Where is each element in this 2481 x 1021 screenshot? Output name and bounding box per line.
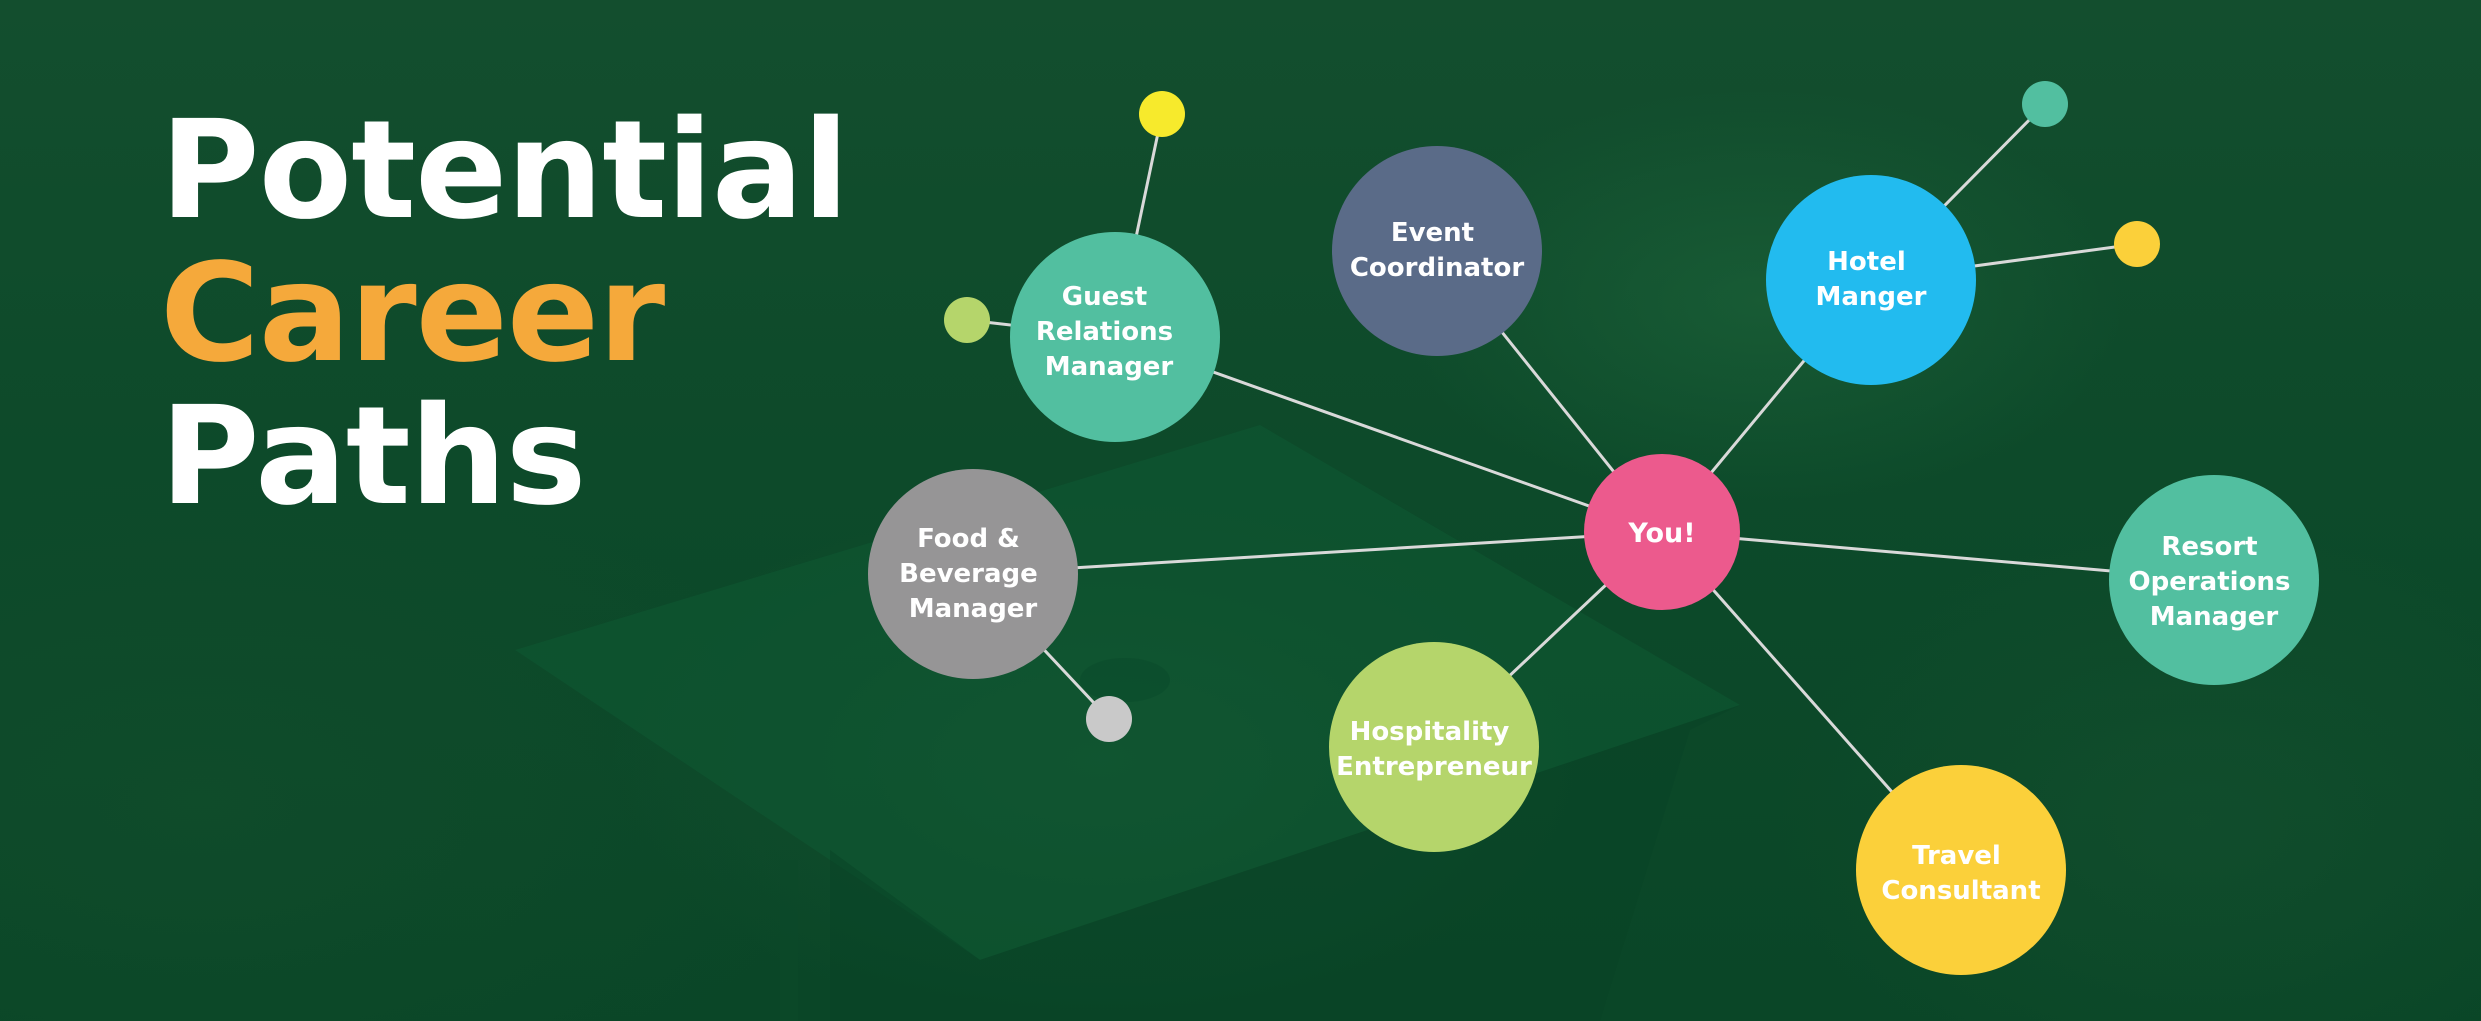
node-event-coordinator: Event Coordinator — [1332, 146, 1542, 356]
center-label: You! — [1627, 518, 1695, 549]
svg-text:Hospitality Entrepreneur: Hospitality Entrepreneur — [1336, 717, 1532, 782]
svg-text:Hotel Manger: Hotel Manger — [1816, 247, 1927, 312]
node-label-line: Hospitality — [1350, 717, 1510, 747]
node-circle — [2109, 475, 2319, 685]
node-label-line: Coordinator — [1350, 253, 1524, 283]
yellow-dot — [1139, 91, 1185, 137]
lime-dot — [944, 297, 990, 343]
accent-dots — [944, 81, 2160, 742]
node-hotel-manger: Hotel Manger — [1766, 175, 1976, 385]
gold-dot — [2114, 221, 2160, 267]
node-label-line: Operations — [2129, 567, 2291, 597]
svg-text:Event Coordinator: Event Coordinator — [1350, 218, 1524, 283]
node-guest-relations-manager: Guest Relations Manager — [1010, 232, 1220, 442]
node-circle — [1766, 175, 1976, 385]
page-title: Potential Career Paths — [160, 92, 849, 536]
node-resort-operations-manager: Resort Operations Manager — [2109, 475, 2319, 685]
teal-dot — [2022, 81, 2068, 127]
node-label-line: Manager — [909, 594, 1038, 624]
node-label-line: Manager — [1045, 352, 1174, 382]
svg-text:You!: You! — [1627, 518, 1695, 549]
connector-lines — [966, 102, 2215, 871]
node-label-line: Hotel — [1827, 247, 1906, 277]
node-label-line: Manger — [1816, 282, 1927, 312]
node-label-line: Relations — [1036, 317, 1173, 347]
title-line-paths: Paths — [160, 378, 587, 536]
node-label-line: Food & — [917, 524, 1020, 554]
node-circle — [1584, 454, 1740, 610]
node-label-line: Event — [1391, 218, 1474, 248]
node-label-line: Consultant — [1881, 876, 2040, 906]
node-travel-consultant: Travel Consultant — [1856, 765, 2066, 975]
gray-dot — [1086, 696, 1132, 742]
node-label-line: Entrepreneur — [1336, 752, 1532, 782]
node-circle — [1332, 146, 1542, 356]
node-label-line: Manager — [2150, 602, 2279, 632]
node-label-line: Travel — [1912, 841, 2001, 871]
connector-you-food-beverage — [972, 530, 1663, 576]
svg-text:Guest Relations Ma: Guest Relations Manager — [1036, 282, 1182, 382]
node-you-center: You! — [1584, 454, 1740, 610]
node-circle — [1856, 765, 2066, 975]
title-line-career: Career — [160, 235, 665, 393]
node-food-beverage-manager: Food & Beverage Manager — [868, 469, 1078, 679]
node-circle — [1010, 232, 1220, 442]
svg-text:Resort Operations: Resort Operations Manager — [2129, 532, 2300, 632]
title-line-potential: Potential — [160, 92, 849, 250]
node-hospitality-entrepreneur: Hospitality Entrepreneur — [1329, 642, 1539, 852]
svg-text:Travel Consultant: Travel Consultant — [1881, 841, 2040, 906]
node-label-line: Guest — [1062, 282, 1147, 312]
node-label-line: Resort — [2161, 532, 2257, 562]
svg-text:Food & Beverage Ma: Food & Beverage Manager — [899, 524, 1047, 624]
node-circle — [868, 469, 1078, 679]
node-circle — [1329, 642, 1539, 852]
node-label-line: Beverage — [899, 559, 1038, 589]
